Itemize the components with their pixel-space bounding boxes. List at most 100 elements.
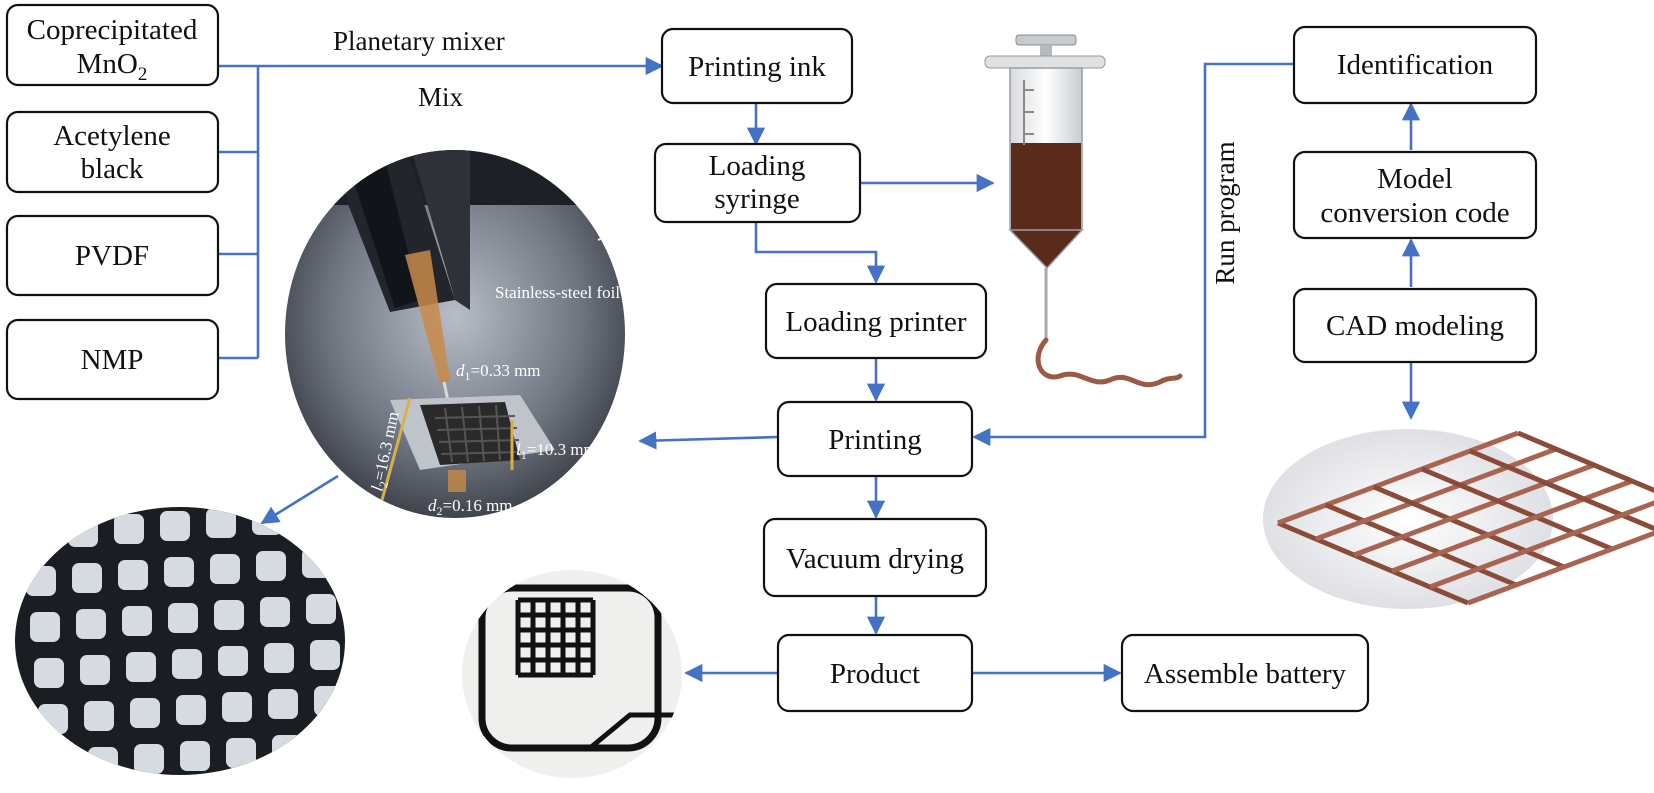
micrograph-cell [30, 612, 60, 642]
edge-printing-to-photo [638, 431, 779, 450]
cad-lattice-bar [1429, 500, 1654, 590]
micrograph-cell [272, 735, 302, 765]
cad-lattice-bar [1325, 502, 1517, 588]
micrograph-cell [214, 600, 244, 630]
micrograph-cell [344, 507, 345, 529]
micrograph-cell [126, 652, 156, 682]
edge-label-run-program: Run program [1210, 141, 1240, 284]
cad-lattice-bar [1391, 478, 1633, 574]
micrograph-cell [134, 744, 164, 774]
micrograph-cell [306, 594, 336, 624]
micrograph-cells [22, 507, 394, 775]
node-label-line2: MnO2 [77, 48, 148, 85]
node-model-conversion-code: Model conversion code [1292, 150, 1538, 240]
cad-lattice-bar [1277, 430, 1519, 526]
cad-grid-model [1263, 429, 1654, 609]
node-label-line2: conversion code [1320, 197, 1509, 229]
node-label: CAD modeling [1326, 310, 1504, 342]
micrograph-cell [38, 704, 68, 734]
micrograph-cell [264, 643, 294, 673]
node-printing: Printing [776, 400, 974, 478]
micrograph-cell [164, 557, 194, 587]
node-coprecipitated-mno2: Coprecipitated MnO2 [5, 3, 220, 87]
printing-nozzle-photo: Stainless-steel foil d1=0.33 mm l2=16.3 … [285, 150, 625, 518]
micrograph-cell [88, 747, 118, 775]
product-photo [462, 570, 682, 778]
micrograph-cell [218, 646, 248, 676]
micrograph-cell [256, 551, 286, 581]
annotation-d1: d1=0.33 mm [456, 361, 541, 383]
node-loading-printer: Loading printer [764, 282, 988, 360]
micrograph-cell [34, 658, 64, 688]
micrograph-cell [364, 729, 394, 759]
node-label: Identification [1337, 49, 1494, 81]
node-product: Product [776, 633, 974, 713]
node-label-line2: syringe [714, 183, 799, 215]
edge-syringe-to-printer [754, 222, 886, 284]
annotation-d2: d2=0.16 mm [428, 496, 513, 518]
node-label-line1: Model [1377, 163, 1453, 195]
cad-lattice-bar [1467, 530, 1654, 606]
micrograph-cell [226, 738, 256, 768]
micrograph-cell [176, 695, 206, 725]
node-nmp: NMP [5, 318, 220, 401]
micrograph-cell [302, 548, 332, 578]
syringe-illustration [984, 34, 1183, 388]
edge-photo-to-micro [260, 474, 339, 525]
node-label: Printing ink [688, 51, 826, 83]
micrograph-cell [348, 545, 378, 575]
node-label: Assemble battery [1144, 658, 1347, 690]
cad-lattice-bar [1517, 430, 1654, 493]
micrograph-cell [314, 686, 344, 716]
node-printing-ink: Printing ink [660, 27, 854, 105]
node-label-line2: black [81, 153, 144, 185]
node-loading-syringe: Loading syringe [653, 142, 862, 224]
micrograph-cell [72, 563, 102, 593]
node-identification: Identification [1292, 25, 1538, 105]
cad-lattice-bar [1469, 448, 1654, 532]
micrograph-cell [160, 511, 190, 541]
node-label: Vacuum drying [786, 543, 964, 575]
micrograph-cell [298, 507, 328, 532]
cad-lattice-bar [1277, 520, 1469, 606]
micrograph-cell [122, 606, 152, 636]
node-label-line1: Coprecipitated [27, 14, 198, 46]
micrograph-cell [260, 597, 290, 627]
edge-label-mix: Mix [418, 82, 464, 112]
micrograph-cell [26, 566, 56, 596]
micrograph-cell [210, 554, 240, 584]
micrograph-cell [68, 517, 98, 547]
micrograph-cell [172, 649, 202, 679]
micrograph-cell [168, 603, 198, 633]
node-label: Product [830, 658, 920, 690]
micrograph-cell [360, 683, 390, 713]
printed-grid-micrograph [15, 507, 394, 775]
node-label: NMP [81, 344, 144, 376]
node-label-line1: Loading [709, 150, 806, 182]
cad-lattice-bar [1315, 446, 1557, 542]
micrograph-cell [84, 701, 114, 731]
micrograph-cell [22, 520, 52, 550]
micrograph-cell [130, 698, 160, 728]
node-pvdf: PVDF [5, 214, 220, 297]
cad-lattice-bar [1421, 466, 1613, 552]
node-cad-modeling: CAD modeling [1292, 287, 1538, 364]
cad-lattice-bar [1353, 462, 1595, 558]
edge-label-planetary-mixer: Planetary mixer [333, 26, 505, 56]
micrograph-cell [222, 692, 252, 722]
micrograph-cell [42, 750, 72, 775]
micrograph-cell [76, 609, 106, 639]
micrograph-cell [80, 655, 110, 685]
micrograph-cell [206, 508, 236, 538]
node-label: Printing [828, 424, 921, 456]
product-electrode-grid [515, 597, 596, 678]
node-acetylene-black: Acetylene black [5, 110, 220, 194]
cad-grid-lattice [1277, 430, 1654, 606]
micrograph-cell [114, 514, 144, 544]
cad-lattice-bar [1373, 484, 1565, 570]
micrograph-cell [268, 689, 298, 719]
micrograph-cell [352, 591, 382, 621]
annotation-foil: Stainless-steel foil [495, 283, 620, 302]
